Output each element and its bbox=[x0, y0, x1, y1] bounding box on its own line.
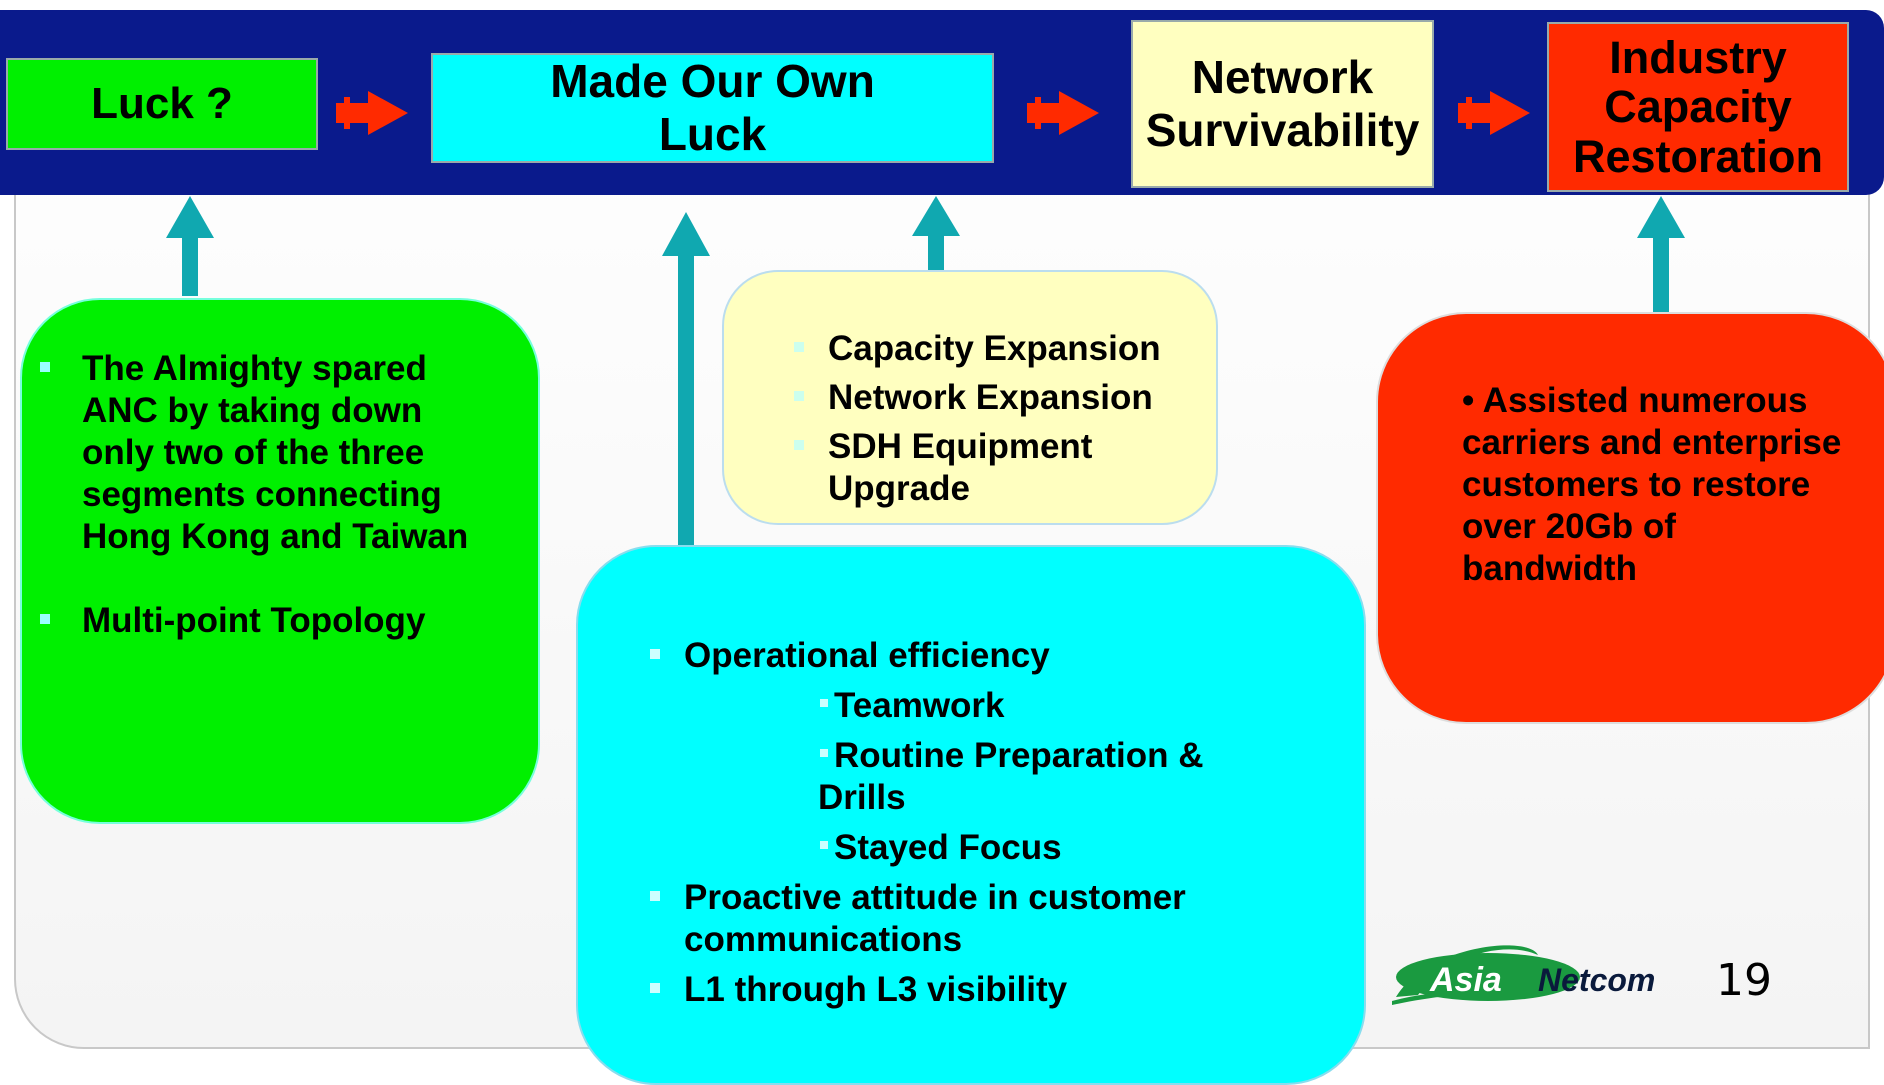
bullet-icon bbox=[794, 342, 804, 352]
green-box: The Almighty spared ANC by taking down o… bbox=[20, 298, 540, 824]
stage-line: Capacity bbox=[1604, 81, 1792, 133]
stage-luck: Luck ? bbox=[6, 58, 318, 150]
bullet-icon bbox=[794, 440, 804, 450]
bullet-icon bbox=[650, 891, 660, 901]
cyan-subitem-1: Teamwork bbox=[834, 686, 1005, 725]
green-item-2: Multi-point Topology bbox=[82, 601, 426, 640]
yellow-item-2: Network Expansion bbox=[828, 378, 1153, 417]
yellow-item-1: Capacity Expansion bbox=[828, 329, 1161, 368]
stage-network-survivability: Network Survivability bbox=[1131, 20, 1434, 188]
bullet-icon bbox=[794, 391, 804, 401]
page-number: 19 bbox=[1716, 955, 1772, 1006]
logo-asia-text: Asia bbox=[1429, 961, 1502, 999]
cyan-item-3: L1 through L3 visibility bbox=[684, 970, 1068, 1009]
list-item: Teamwork bbox=[684, 685, 1344, 727]
red-box-text: • Assisted numerous carriers and enterpr… bbox=[1462, 381, 1842, 588]
stage-line: Survivability bbox=[1145, 104, 1420, 156]
stage-line: Made Our Own bbox=[550, 55, 875, 108]
list-item: SDH Equipment Upgrade bbox=[794, 426, 1208, 510]
list-item: Capacity Expansion bbox=[794, 328, 1208, 370]
yellow-box: Capacity Expansion Network Expansion SDH… bbox=[722, 270, 1218, 525]
bullet-icon bbox=[40, 362, 50, 372]
up-arrow-restoration bbox=[1637, 196, 1685, 312]
cyan-item-1: Operational efficiency bbox=[684, 636, 1050, 675]
asia-netcom-logo: Asia Netcom bbox=[1392, 945, 1655, 1005]
stage-industry-capacity-restoration: Industry Capacity Restoration bbox=[1547, 22, 1849, 192]
flow-arrow-1 bbox=[336, 91, 408, 135]
bullet-icon bbox=[820, 841, 828, 849]
list-item: Routine Preparation & Drills bbox=[684, 735, 1248, 819]
list-item: Network Expansion bbox=[794, 377, 1208, 419]
cyan-subitem-3: Stayed Focus bbox=[834, 828, 1062, 867]
list-item: L1 through L3 visibility bbox=[650, 969, 1344, 1011]
stage-line: Network bbox=[1191, 51, 1374, 104]
bullet-icon bbox=[40, 614, 50, 624]
list-item: Operational efficiency bbox=[650, 635, 1344, 677]
stage-line: Restoration bbox=[1572, 130, 1824, 182]
up-arrow-luck bbox=[166, 196, 214, 296]
stage-made-our-own-luck: Made Our Own Luck bbox=[431, 53, 994, 163]
stage-luck-label: Luck ? bbox=[91, 78, 233, 128]
list-item: Multi-point Topology bbox=[40, 600, 494, 642]
red-box: • Assisted numerous carriers and enterpr… bbox=[1376, 312, 1884, 724]
up-arrow-made-luck-left bbox=[662, 212, 710, 552]
stage-line: Industry bbox=[1609, 31, 1787, 83]
cyan-item-2: Proactive attitude in customer communica… bbox=[684, 878, 1186, 959]
up-arrow-made-luck-right bbox=[912, 196, 960, 270]
bullet-icon bbox=[820, 749, 828, 757]
flow-arrow-2 bbox=[1027, 91, 1099, 135]
cyan-box: Operational efficiency Teamwork Routine … bbox=[576, 545, 1366, 1085]
list-item: The Almighty spared ANC by taking down o… bbox=[40, 348, 494, 558]
bullet-icon bbox=[650, 649, 660, 659]
cyan-subitem-2: Routine Preparation & Drills bbox=[818, 736, 1204, 817]
list-item: Proactive attitude in customer communica… bbox=[650, 877, 1244, 961]
green-item-1: The Almighty spared ANC by taking down o… bbox=[82, 349, 469, 556]
stage-line: Luck bbox=[658, 108, 767, 160]
logo-netcom-text: Netcom bbox=[1538, 962, 1655, 998]
bullet-icon bbox=[650, 983, 660, 993]
list-item: Stayed Focus bbox=[684, 827, 1344, 869]
flow-arrow-3 bbox=[1458, 91, 1530, 135]
yellow-item-3: SDH Equipment Upgrade bbox=[828, 427, 1093, 508]
bullet-icon bbox=[820, 699, 828, 707]
